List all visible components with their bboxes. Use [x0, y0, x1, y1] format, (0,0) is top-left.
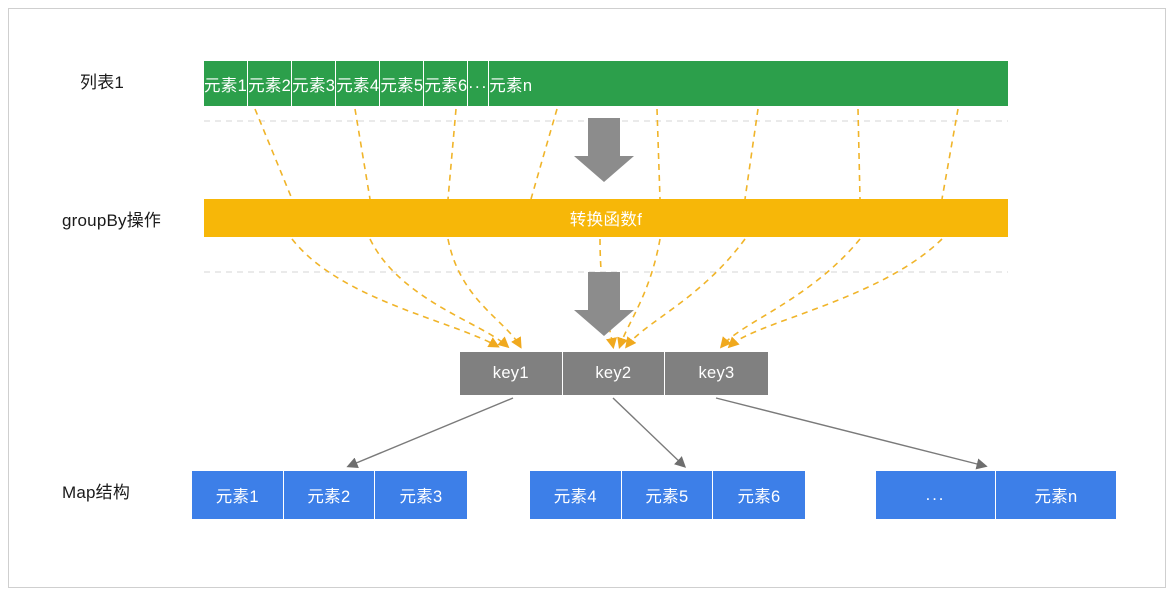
list-cell: 元素1 [204, 61, 249, 106]
map-cell: 元素1 [192, 471, 284, 519]
list-cell-ellipsis: ... [468, 61, 490, 106]
key-cell-key1: key1 [460, 352, 563, 395]
map-cell: 元素3 [399, 488, 443, 506]
map-cell: 元素6 [737, 488, 781, 506]
row-label-list: 列表1 [80, 73, 125, 92]
row-label-map: Map结构 [62, 483, 131, 502]
list-cell: 元素4 [336, 61, 381, 106]
key-row: key1 key2 key3 [460, 352, 768, 395]
map-cell: 元素n [1034, 488, 1078, 506]
transform-function-label: 转换函数f [569, 211, 643, 229]
map-group-key2: 元素4 元素5 元素6 [530, 471, 805, 519]
map-cell: 元素4 [530, 471, 622, 519]
map-cell: 元素5 [622, 471, 714, 519]
list-cell: 元素5 [380, 61, 425, 106]
map-group-key1: 元素1 元素2 元素3 [192, 471, 467, 519]
row-label-groupby: groupBy操作 [62, 211, 162, 230]
list-cell: 元素2 [248, 61, 293, 106]
list-cell: 元素3 [292, 61, 337, 106]
transform-function-bar: 转换函数f [204, 199, 1008, 237]
key-cell-key2: key2 [563, 352, 666, 395]
list-cell: 元素6 [424, 61, 469, 106]
map-cell: 元素2 [284, 471, 376, 519]
key-cell-key3: key3 [698, 364, 735, 382]
list-cell: 元素n [489, 76, 533, 95]
source-list-row: 元素1 元素2 元素3 元素4 元素5 元素6 ... 元素n [204, 61, 1008, 106]
map-cell-ellipsis: ... [876, 471, 996, 519]
map-group-key3: ... 元素n [876, 471, 1116, 519]
